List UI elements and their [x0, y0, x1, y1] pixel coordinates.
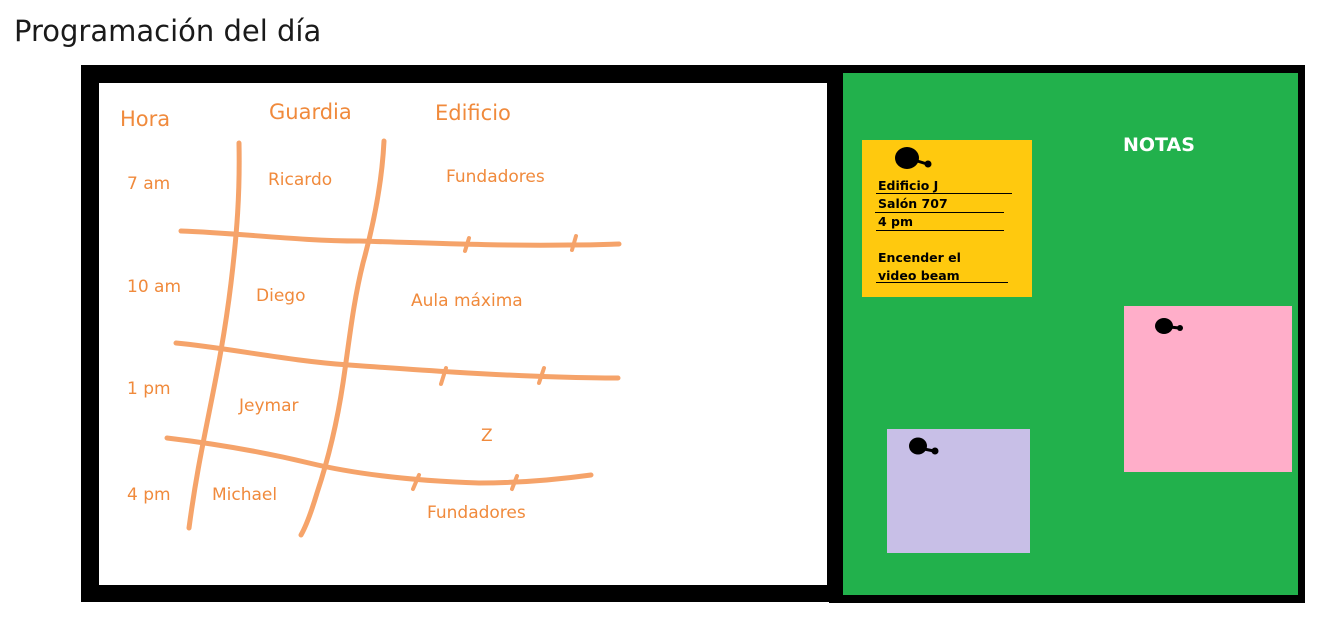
- header-guardia: Guardia: [269, 100, 352, 124]
- hand-drawn-grid: [164, 138, 622, 538]
- grid-tick: [537, 366, 546, 385]
- grid-tick: [570, 234, 578, 252]
- note-rule: [876, 193, 1012, 194]
- grid-tick: [411, 473, 421, 491]
- guard-row-4: Michael: [212, 485, 278, 505]
- building-row-4: Fundadores: [427, 503, 526, 523]
- time-row-2: 10 am: [127, 277, 182, 297]
- note-line-1: Edificio J: [878, 178, 939, 193]
- note-line-3: 4 pm: [878, 214, 914, 229]
- note-line-5: video beam: [878, 268, 960, 283]
- grid-line-vertical-1: [186, 140, 242, 531]
- grid-line-horizontal-2: [173, 340, 621, 381]
- pushpin-icon: [909, 437, 939, 455]
- guard-row-2: Diego: [256, 286, 306, 306]
- grid-line-vertical-2: [298, 138, 387, 538]
- grid-tick: [463, 236, 471, 253]
- grid-line-horizontal-3: [164, 435, 594, 486]
- notes-title: NOTAS: [1123, 134, 1195, 156]
- note-rule: [876, 230, 1004, 231]
- note-line-4: Encender el: [878, 250, 961, 265]
- time-row-3: 1 pm: [127, 379, 171, 399]
- sticky-note-pink[interactable]: [1124, 306, 1292, 472]
- sticky-note-lavender[interactable]: [887, 429, 1030, 553]
- time-row-1: 7 am: [127, 174, 171, 194]
- building-row-2: Aula máxima: [411, 291, 523, 311]
- grid-line-horizontal-1: [178, 228, 622, 248]
- grid-tick: [439, 366, 448, 386]
- sticky-note-yellow[interactable]: Edificio J Salón 707 4 pm Encender el vi…: [862, 140, 1032, 297]
- grid-tick: [510, 474, 519, 491]
- notes-board-surface: NOTAS Edificio J Salón 707 4 pm Encender…: [843, 73, 1298, 595]
- pushpin-icon: [895, 147, 932, 169]
- guard-row-1: Ricardo: [268, 170, 333, 190]
- header-hora: Hora: [120, 107, 171, 131]
- guard-row-3: Jeymar: [239, 396, 299, 416]
- note-line-2: Salón 707: [878, 196, 948, 211]
- time-row-4: 4 pm: [127, 485, 171, 505]
- pushpin-icon: [1155, 318, 1183, 334]
- note-rule: [875, 212, 1004, 213]
- building-row-1: Fundadores: [446, 167, 545, 187]
- header-edificio: Edificio: [435, 101, 511, 125]
- schedule-whiteboard: Hora Guardia Edificio 7 am Ricardo Funda…: [81, 65, 830, 602]
- notes-board: NOTAS Edificio J Salón 707 4 pm Encender…: [829, 65, 1305, 603]
- whiteboard-surface: Hora Guardia Edificio 7 am Ricardo Funda…: [99, 83, 827, 585]
- note-rule: [876, 282, 1008, 283]
- building-row-3: Z: [481, 426, 493, 446]
- page-title: Programación del día: [14, 14, 322, 48]
